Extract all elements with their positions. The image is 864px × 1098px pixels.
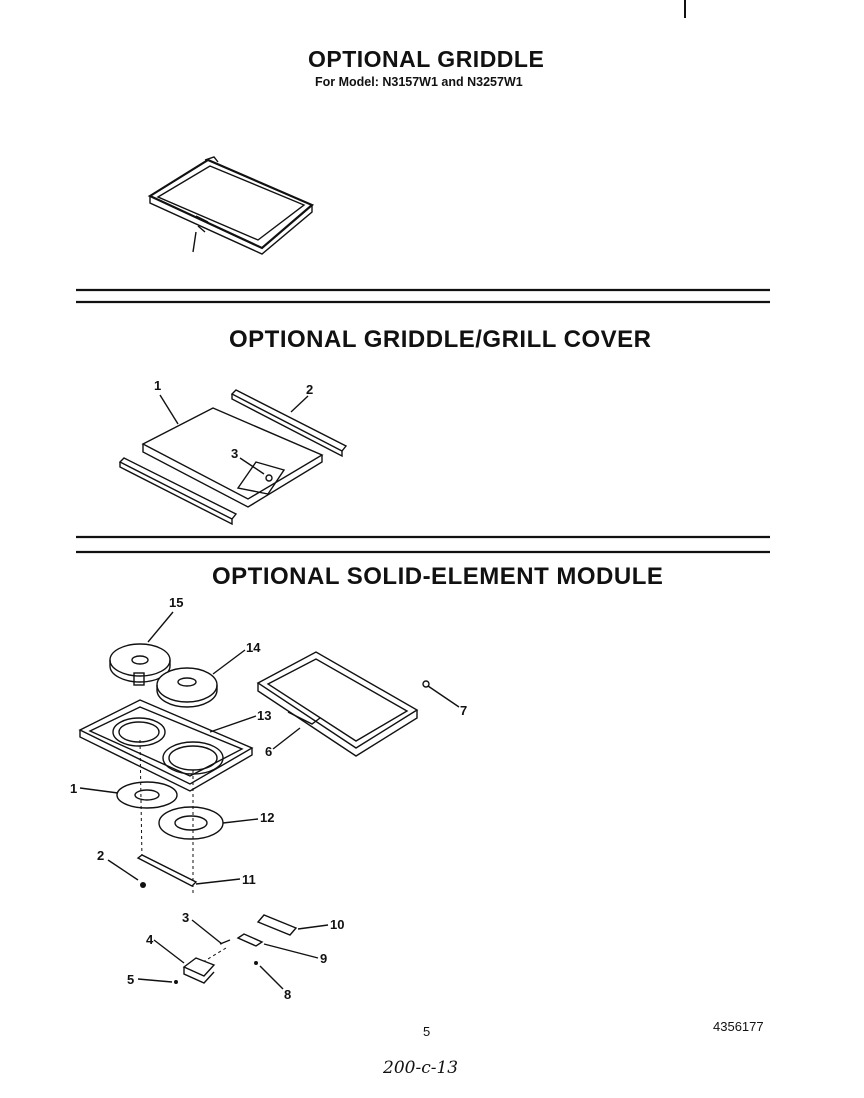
callout-label: 6 xyxy=(265,744,273,759)
griddle-cover-title: OPTIONAL GRIDDLE/GRILL COVER xyxy=(229,326,652,353)
griddle-drawing xyxy=(147,156,315,255)
callout-label: 2 xyxy=(306,382,314,397)
callout-label: 5 xyxy=(127,972,135,987)
callout-label: 15 xyxy=(169,595,184,610)
callout-label: 4 xyxy=(146,932,154,947)
callout-label: 1 xyxy=(154,378,162,393)
section-separator-2 xyxy=(76,535,770,554)
griddle-cover-drawing xyxy=(118,389,348,526)
handwritten-note: 200-c-13 xyxy=(383,1058,459,1078)
callout-label: 9 xyxy=(320,951,328,966)
callout-label: 14 xyxy=(246,640,261,655)
callout-label: 3 xyxy=(182,910,190,925)
griddle-model-subtitle: For Model: N3157W1 and N3257W1 xyxy=(315,75,523,89)
callout-label: 1 xyxy=(70,781,78,796)
module-drawing xyxy=(78,611,460,990)
page-number: 5 xyxy=(423,1024,431,1039)
callout-label: 13 xyxy=(257,708,272,723)
margin-mark xyxy=(684,0,686,18)
griddle-title: OPTIONAL GRIDDLE xyxy=(308,46,545,72)
callout-label: 10 xyxy=(330,917,345,932)
callout-label: 11 xyxy=(242,872,256,887)
callout-label: 3 xyxy=(231,446,239,461)
callout-label: 12 xyxy=(260,810,275,825)
document-number: 4356177 xyxy=(713,1019,764,1034)
callout-label: 2 xyxy=(97,848,105,863)
callout-label: 8 xyxy=(284,987,292,1002)
callout-label: 7 xyxy=(460,703,468,718)
section-separator-1 xyxy=(76,288,770,304)
module-title: OPTIONAL SOLID-ELEMENT MODULE xyxy=(212,563,664,590)
